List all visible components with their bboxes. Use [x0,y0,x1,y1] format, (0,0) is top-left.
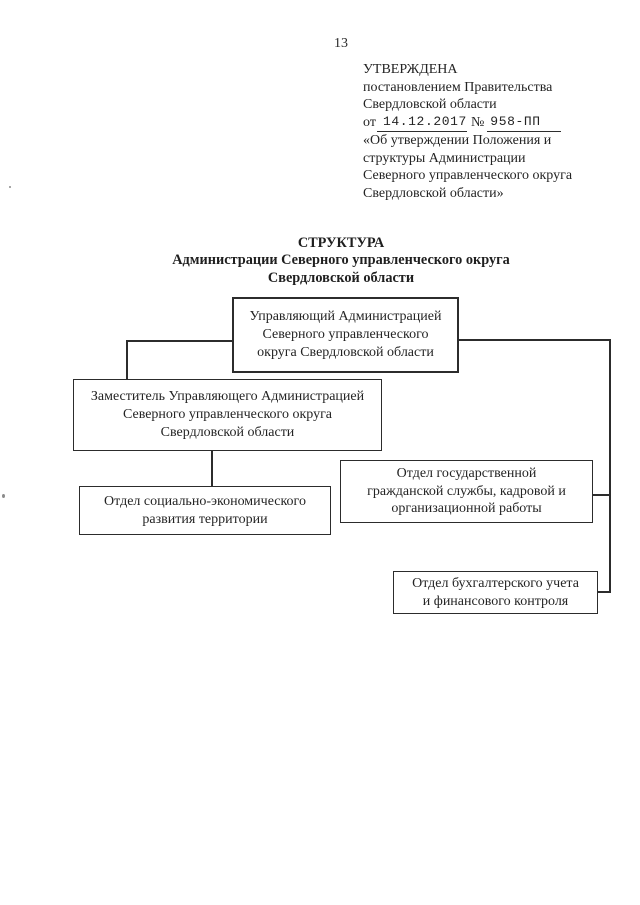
page-number: 13 [334,36,348,51]
org-node-dept-civil-service: Отдел государственной гражданской службы… [340,460,593,523]
document-title: СТРУКТУРА Администрации Северного управл… [172,235,510,286]
scan-speck [9,186,11,188]
connector-accounting-stub [597,591,611,593]
approval-heading: УТВЕРЖДЕНА постановлением Правительства … [363,62,553,113]
approval-date-value: 14.12.2017 [376,114,467,132]
scan-speck [2,494,5,498]
approval-number-value: 958-ПП [487,114,562,132]
connector-civil-service-stub [592,494,611,496]
connector-head-right-horizontal [457,339,611,341]
approval-number-sign: № [470,115,485,131]
connector-head-deputy-vertical [126,340,128,381]
org-node-dept-social-economic: Отдел социально-экономического развития … [79,486,331,535]
org-node-head: Управляющий Администрацией Северного упр… [232,297,459,373]
approval-quote: «Об утверждении Положения и структуры Ад… [363,132,573,201]
connector-head-deputy-horizontal [126,340,233,342]
approval-date-prefix: от [363,115,376,131]
org-node-deputy: Заместитель Управляющего Администрацией … [73,379,382,451]
connector-right-trunk-vertical [609,339,611,593]
org-node-dept-accounting: Отдел бухгалтерского учета и финансового… [393,571,598,614]
approval-block: УТВЕРЖДЕНА постановлением Правительства … [363,61,613,203]
connector-deputy-social-vertical [211,450,213,487]
